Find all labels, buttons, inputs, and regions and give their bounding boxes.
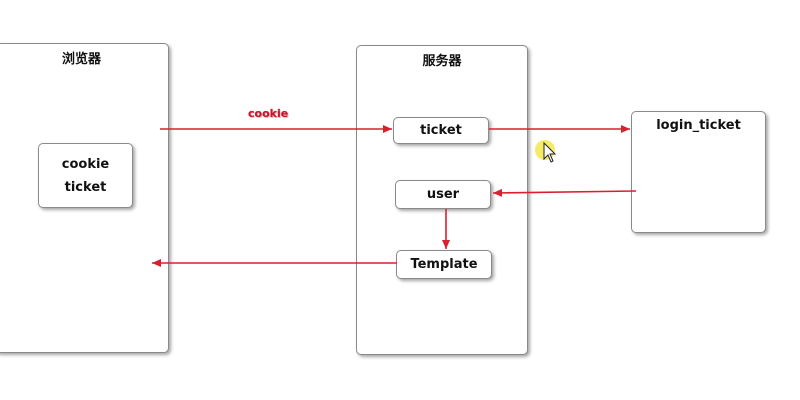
- user-node-label: user: [426, 187, 460, 202]
- ticket-node: ticket: [393, 117, 489, 144]
- template-node-label: Template: [410, 257, 478, 272]
- browser-panel-title: 浏览器: [61, 52, 101, 67]
- template-node: Template: [396, 250, 492, 279]
- browser-ticket-label: ticket: [64, 179, 107, 195]
- server-panel-title: 服务器: [422, 54, 462, 69]
- cookie-edge-label: cookie: [248, 107, 289, 120]
- mouse-cursor-icon: [535, 140, 557, 163]
- browser-cookie-label: cookie: [61, 156, 110, 172]
- login-ticket-node-label: login_ticket: [656, 118, 741, 133]
- browser-cookie-ticket-box: cookie ticket: [38, 143, 133, 208]
- user-node: user: [395, 180, 491, 209]
- login-ticket-node: login_ticket: [631, 111, 766, 233]
- ticket-node-label: ticket: [420, 123, 462, 138]
